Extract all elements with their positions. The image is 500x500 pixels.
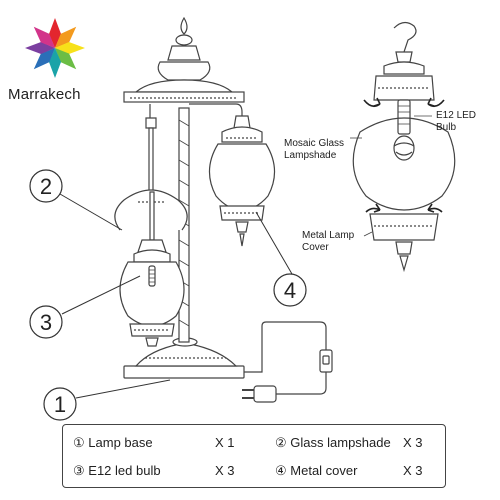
logo-petal — [55, 48, 77, 70]
lamp-base — [123, 337, 245, 379]
callout-2: 2 — [29, 169, 63, 203]
right-hanging-lamp — [208, 115, 276, 247]
lamp-arm — [149, 103, 243, 118]
bulb-label-text: E12 LED Bulb — [436, 110, 477, 133]
left-upper-lamp — [114, 117, 188, 231]
legend-name: Glass lampshade — [290, 435, 391, 450]
marrakech-logo-icon — [25, 18, 85, 78]
callout-4: 4 — [273, 273, 307, 307]
lamp-crown — [123, 16, 245, 103]
legend-num: ① — [73, 435, 85, 450]
legend-num: ② — [275, 435, 287, 450]
legend-qty: X 1 — [215, 435, 235, 450]
legend-num: ③ — [73, 463, 85, 478]
shade-label: Mosaic Glass Lampshade — [284, 138, 344, 162]
legend-qty: X 3 — [403, 463, 423, 478]
legend-item-e12-led-bulb: ③ E12 led bulb — [73, 463, 161, 479]
parts-legend: ① Lamp base X 1 ② Glass lampshade X 3 ③ … — [62, 424, 446, 488]
legend-name: Lamp base — [88, 435, 153, 450]
power-cord — [244, 321, 327, 395]
logo-petal — [33, 48, 55, 70]
logo-petal — [49, 48, 61, 78]
svg-text:4: 4 — [284, 278, 296, 303]
callout-3: 3 — [29, 305, 63, 339]
callout-leaders — [59, 193, 293, 399]
cover-label-text: Metal Lamp Cover — [302, 230, 355, 253]
callout-1: 1 — [43, 387, 77, 421]
legend-qty: X 3 — [215, 463, 235, 478]
shade-label-text: Mosaic Glass Lampshade — [284, 138, 345, 161]
logo-petal — [55, 42, 85, 54]
legend-name: Metal cover — [290, 463, 358, 478]
bulb-label: E12 LED Bulb — [436, 110, 476, 134]
detail-arrows — [363, 97, 445, 213]
power-plug-icon — [242, 385, 277, 403]
brand-name: Marrakech — [8, 86, 81, 103]
svg-text:1: 1 — [54, 392, 66, 417]
svg-text:2: 2 — [40, 174, 52, 199]
legend-num: ④ — [275, 463, 287, 478]
legend-item-metal-cover: ④ Metal cover — [275, 463, 357, 479]
logo-petal — [25, 42, 55, 54]
logo-petal — [55, 26, 77, 48]
detail-leaders — [350, 115, 432, 237]
exploded-detail — [352, 21, 456, 273]
legend-item-glass-lampshade: ② Glass lampshade — [275, 435, 391, 451]
legend-qty: X 3 — [403, 435, 423, 450]
legend-name: E12 led bulb — [88, 463, 161, 478]
logo-petal — [33, 26, 55, 48]
svg-text:3: 3 — [40, 310, 52, 335]
legend-item-lamp-base: ① Lamp base — [73, 435, 153, 451]
inline-switch-icon — [319, 349, 333, 373]
cover-label: Metal Lamp Cover — [302, 230, 354, 254]
logo-petal — [49, 18, 61, 48]
